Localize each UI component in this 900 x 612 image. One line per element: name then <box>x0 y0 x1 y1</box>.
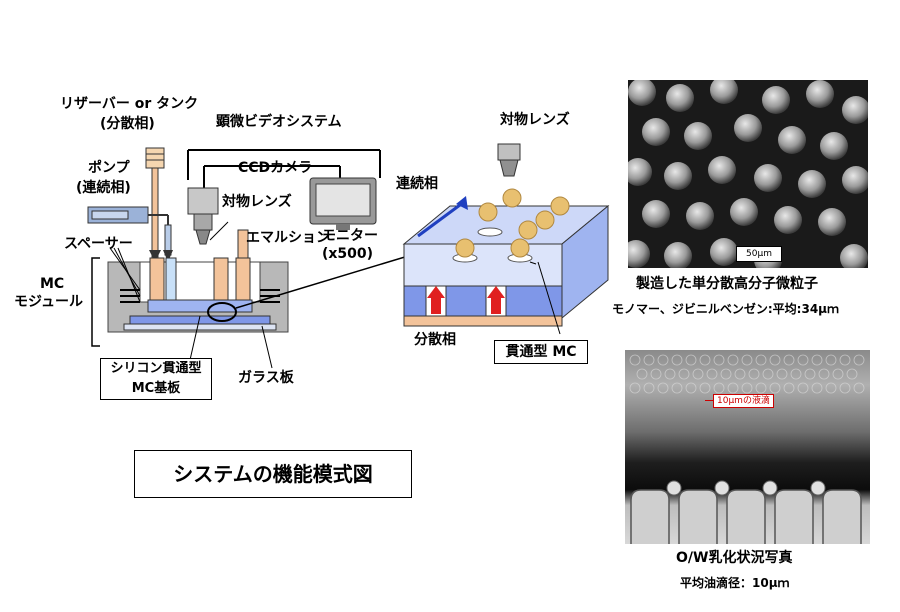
diagram-title: システムの機能模式図 <box>134 450 412 498</box>
ccd-camera-label: CCDカメラ <box>238 160 313 176</box>
sem-photo: 50μm <box>628 80 868 268</box>
mc-module-label-2: モジュール <box>14 294 84 310</box>
objective-lens-right-label: 対物レンズ <box>500 112 570 128</box>
ow-pointer <box>705 400 713 401</box>
objective-lens-label: 対物レンズ <box>222 194 292 210</box>
through-mc-label: 貫通型 MC <box>494 340 588 364</box>
silicon-label-2: MC基板 <box>131 381 181 396</box>
monitor <box>309 177 377 230</box>
emulsion-label: エマルション <box>246 230 330 246</box>
sem-scale-bar: 50μm <box>736 246 782 262</box>
glass-leader <box>261 325 273 369</box>
mc-module-label-1: MC <box>40 276 65 292</box>
mc-module-bracket <box>91 257 100 347</box>
pump-label-2: (連続相) <box>76 180 131 196</box>
pump <box>87 206 173 262</box>
lens-leader <box>209 221 229 241</box>
sem-subcaption: モノマー、ジビニルベンゼン:平均:34μｍ <box>612 302 840 316</box>
monitor-label-1: モニター <box>322 228 378 244</box>
spacer-label: スペーサー <box>64 236 133 252</box>
ow-subcaption: 平均油滴径：10μｍ <box>680 576 790 590</box>
sem-scale-text: 50μm <box>746 249 772 259</box>
monitor-label-2: (x500) <box>322 246 374 262</box>
reservoir-label-2: (分散相) <box>100 116 155 132</box>
ow-droplet-tag: 10μmの液滴 <box>713 394 774 408</box>
objective-lens-right <box>497 143 521 177</box>
ow-photo: 10μmの液滴 <box>625 350 870 544</box>
continuous-phase-label: 連続相 <box>396 176 438 192</box>
reservoir <box>145 147 165 262</box>
dispersed-phase-label: 分散相 <box>414 332 456 348</box>
silicon-leader <box>189 315 201 361</box>
ow-droplets <box>629 354 865 544</box>
sem-particles <box>628 80 868 268</box>
mc-detail-block <box>402 188 610 335</box>
ow-caption: O/W乳化状況写真 <box>676 550 793 566</box>
ow-droplet-text: 10μmの液滴 <box>717 396 770 406</box>
glass-plate-label: ガラス板 <box>238 370 294 386</box>
video-wiring <box>187 149 381 188</box>
ccd-camera <box>187 187 219 245</box>
spacer-leaders <box>109 247 141 303</box>
sem-caption: 製造した単分散高分子微粒子 <box>636 276 818 292</box>
pump-label-1: ポンプ <box>88 160 130 176</box>
silicon-substrate-label: シリコン貫通型 MC基板 <box>100 358 212 400</box>
video-system-label: 顕微ビデオシステム <box>216 114 342 130</box>
reservoir-label-1: リザーバー or タンク <box>60 96 199 112</box>
mc-module <box>107 257 289 333</box>
silicon-label-1: シリコン貫通型 <box>110 361 202 376</box>
